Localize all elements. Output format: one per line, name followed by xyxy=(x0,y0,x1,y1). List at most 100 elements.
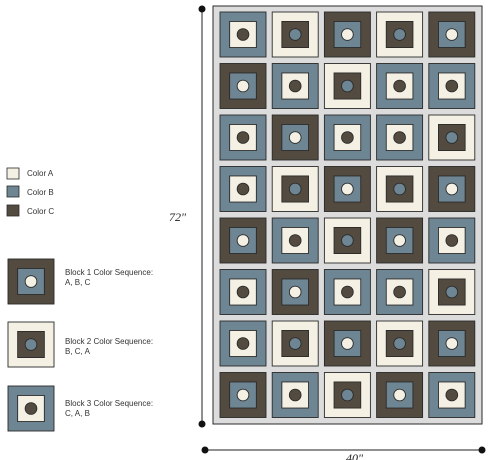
quilt-block xyxy=(219,166,267,212)
quilt-block-center-dot xyxy=(288,131,302,144)
quilt-block-center-dot xyxy=(341,285,354,299)
block-3-sample-square-center-dot xyxy=(24,402,38,415)
quilt-block xyxy=(376,320,424,367)
quilt-block xyxy=(323,372,371,418)
quilt-block xyxy=(376,11,424,58)
quilt-block-center-dot xyxy=(445,79,459,93)
quilt-block xyxy=(219,217,267,264)
quilt-block xyxy=(323,166,371,212)
quilt-block-center-dot xyxy=(445,285,459,299)
quilt-block xyxy=(376,63,424,109)
quilt-block-center-dot xyxy=(393,234,406,247)
quilt-block-center-dot xyxy=(288,337,302,350)
quilt-block-center-dot xyxy=(288,182,302,196)
quilt-block xyxy=(219,269,267,315)
quilt-block-center-dot xyxy=(445,337,459,350)
quilt-block-center-dot xyxy=(236,182,250,196)
quilt-block xyxy=(428,217,476,264)
quilt-block-outer-square xyxy=(323,166,371,212)
quilt-block-inner-square xyxy=(229,330,257,358)
quilt-block-inner-square xyxy=(281,381,309,409)
quilt-block-center-dot xyxy=(393,28,406,41)
quilt-block xyxy=(271,63,319,109)
quilt-block xyxy=(323,269,371,315)
quilt-block xyxy=(428,372,476,418)
quilt-block-center-dot xyxy=(288,285,302,299)
quilt-block xyxy=(219,11,267,58)
color-c-label: Color C xyxy=(27,207,54,216)
quilt-block-center-dot xyxy=(341,131,354,144)
quilt-block-inner-square xyxy=(229,226,257,254)
quilt-block-center-dot xyxy=(393,79,406,93)
quilt-block-center-dot xyxy=(393,131,406,144)
color-a-label: Color A xyxy=(27,169,54,178)
quilt-block-center-dot xyxy=(341,79,354,93)
quilt-block-center-dot xyxy=(341,388,354,402)
height-dimension-top-dot xyxy=(198,5,206,13)
block-2-sample-square xyxy=(7,321,55,368)
block-1-sample xyxy=(7,258,55,305)
quilt-block xyxy=(323,114,371,161)
quilt-block-center-dot xyxy=(236,285,250,299)
quilt-block-center-dot xyxy=(445,388,459,402)
quilt-block xyxy=(376,166,424,212)
quilt-block-center-dot xyxy=(236,234,250,247)
quilt-block xyxy=(323,63,371,109)
quilt-block xyxy=(428,166,476,212)
quilt-block-center-dot xyxy=(341,28,354,41)
block-3-sequence: C, A, B xyxy=(65,409,90,418)
quilt-block-center-dot xyxy=(288,28,302,41)
block-1-sample-square xyxy=(7,258,55,305)
quilt xyxy=(212,5,483,425)
block-2-sample xyxy=(7,321,55,368)
quilt-block-inner-square xyxy=(229,123,257,151)
color-b-swatch xyxy=(6,185,20,198)
color-legend: Color A Color B Color C xyxy=(6,167,54,217)
block-1-sample-square-center-dot xyxy=(24,275,38,288)
quilt-block xyxy=(271,166,319,212)
height-dimension-bottom-dot xyxy=(198,420,206,428)
quilt-block-outer-square xyxy=(376,372,424,418)
quilt-block xyxy=(219,114,267,161)
quilt-blocks xyxy=(219,11,476,418)
height-label: 72" xyxy=(169,210,187,224)
quilt-block-center-dot xyxy=(393,285,406,299)
quilt-block xyxy=(271,320,319,367)
quilt-block xyxy=(428,320,476,367)
quilt-block xyxy=(428,11,476,58)
width-label: 40" xyxy=(346,451,364,460)
quilt-block xyxy=(376,217,424,264)
quilt-block-center-dot xyxy=(393,337,406,350)
quilt-block xyxy=(271,372,319,418)
quilt-block-center-dot xyxy=(341,234,354,247)
quilt-block-center-dot xyxy=(393,388,406,402)
color-a-swatch xyxy=(6,167,20,180)
quilt-block-inner-square xyxy=(385,175,414,203)
quilt-block xyxy=(219,63,267,109)
quilt-block xyxy=(219,372,267,418)
quilt-block xyxy=(323,217,371,264)
quilt-block-inner-square xyxy=(385,381,414,409)
block-3-sample-square xyxy=(7,385,55,432)
block-1-title: Block 1 Color Sequence: xyxy=(65,268,153,277)
block-legend: Block 1 Color Sequence: A, B, C Block 2 … xyxy=(7,258,153,432)
quilt-block xyxy=(428,63,476,109)
quilt-block-center-dot xyxy=(445,234,459,247)
quilt-block xyxy=(219,320,267,367)
quilt-block xyxy=(376,269,424,315)
block-2-sequence: B, C, A xyxy=(65,347,91,356)
quilt-block-center-dot xyxy=(236,28,250,41)
width-dimension: 40" xyxy=(201,446,486,460)
quilt-block-center-dot xyxy=(288,234,302,247)
quilt-block xyxy=(428,269,476,315)
block-3-sample xyxy=(7,385,55,432)
quilt-block xyxy=(271,114,319,161)
quilt-block-outer-square xyxy=(428,63,476,109)
width-dimension-right-dot xyxy=(478,446,486,454)
quilt-block-center-dot xyxy=(341,182,354,196)
block-3-title: Block 3 Color Sequence: xyxy=(65,399,153,408)
quilt-block xyxy=(271,217,319,264)
block-1-sequence: A, B, C xyxy=(65,278,91,287)
quilt-block xyxy=(271,11,319,58)
quilt-block-center-dot xyxy=(236,131,250,144)
